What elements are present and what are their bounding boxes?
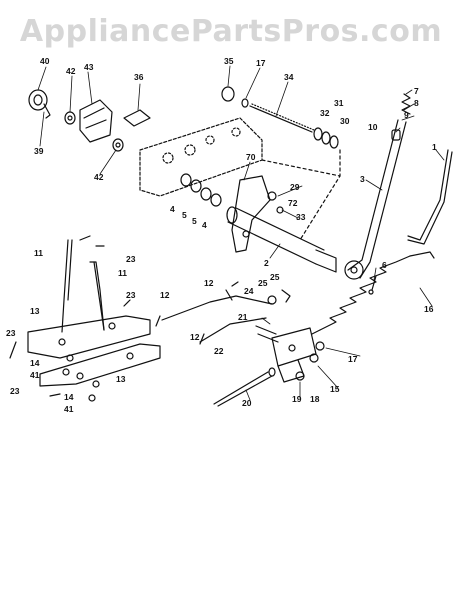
callout-9: 9: [404, 110, 409, 120]
callout-4-a: 4: [170, 204, 175, 214]
callout-23-mid: 23: [126, 290, 136, 300]
callout-17-top: 17: [256, 58, 266, 68]
callout-35: 35: [224, 56, 234, 66]
callout-24: 24: [244, 286, 254, 296]
clips-part-12: [155, 281, 239, 345]
callout-15: 15: [330, 384, 340, 394]
callout-12-low: 12: [190, 332, 200, 342]
callout-40: 40: [40, 56, 50, 66]
callout-33: 33: [296, 212, 306, 222]
callout-5-a: 5: [182, 210, 187, 220]
adjust-rod-part-34: [221, 86, 315, 133]
callout-4-b: 4: [202, 220, 207, 230]
clips-part-23: [9, 235, 131, 397]
clevis-part-24-25: [267, 289, 291, 305]
link-rods-part-11: [61, 239, 105, 333]
nuts-part-15-17-19: [295, 341, 325, 381]
lift-lever-part-3: [344, 119, 407, 280]
callout-41-top: 41: [30, 370, 40, 380]
callout-6: 6: [382, 260, 387, 270]
bracket-part-18: [271, 327, 317, 383]
callout-31: 31: [334, 98, 344, 108]
washers-part-4-5: [180, 173, 222, 207]
callout-23-top: 23: [126, 254, 136, 264]
callout-7: 7: [414, 86, 419, 96]
callout-41-bottom: 41: [64, 404, 74, 414]
callout-3: 3: [360, 174, 365, 184]
callout-10: 10: [368, 122, 378, 132]
callout-labels: 40 42 43 36 39 42 35 17 34 31 32 30 7 8 …: [6, 56, 437, 414]
callout-16: 16: [424, 304, 434, 314]
hardware-part-29-72: [267, 191, 284, 214]
callout-21: 21: [238, 312, 248, 322]
callout-26: 25: [258, 278, 268, 288]
watermark-text: AppliancePartsPros.com: [19, 14, 443, 49]
callout-23-left: 23: [6, 328, 16, 338]
callout-25: 25: [270, 272, 280, 282]
button-part-10: [391, 129, 401, 141]
callout-70: 70: [246, 152, 256, 162]
callout-34: 34: [284, 72, 294, 82]
callout-18: 18: [310, 394, 320, 404]
callout-leader-lines: [37, 65, 445, 401]
callout-8: 8: [414, 98, 419, 108]
long-bolt-part-20: [213, 367, 276, 407]
callout-14-bottom: 14: [64, 392, 74, 402]
callout-30: 30: [340, 116, 350, 126]
callout-13-bottom: 13: [116, 374, 126, 384]
callout-19: 19: [292, 394, 302, 404]
callout-1: 1: [432, 142, 437, 152]
callout-43: 43: [84, 62, 94, 72]
callout-11-left: 11: [34, 248, 43, 258]
cam-plate-part-43: [79, 99, 113, 143]
callout-29: 29: [290, 182, 300, 192]
spring-part-7: [401, 93, 411, 115]
lift-shaft-part-2: [226, 175, 337, 273]
callout-5-b: 5: [192, 216, 197, 226]
knob-part-40: [28, 89, 51, 119]
callout-23-bottom: 23: [10, 386, 20, 396]
bushings-part-30-31-32: [313, 127, 339, 149]
callout-32: 32: [320, 108, 330, 118]
callout-11-right: 11: [118, 268, 127, 278]
callout-42-bottom: 42: [94, 172, 104, 182]
callout-17-bottom: 17: [348, 354, 358, 364]
link-rod-part-22: [161, 289, 273, 343]
callout-14-top: 14: [30, 358, 40, 368]
callout-12-top: 12: [204, 278, 214, 288]
callout-20: 20: [242, 398, 252, 408]
callout-12-mid: 12: [160, 290, 170, 300]
lift-handle-part-1: [407, 149, 453, 245]
bolts-part-21: [255, 325, 279, 343]
assembly-guide-lines: [261, 149, 341, 241]
lift-arms-part-13: [27, 315, 161, 387]
callout-36: 36: [134, 72, 144, 82]
fasteners-part-14-41: [62, 354, 100, 402]
clip-part-36: [123, 109, 151, 127]
callout-42-top: 42: [66, 66, 76, 76]
callout-13-top: 13: [30, 306, 40, 316]
callout-2: 2: [264, 258, 269, 268]
washer-part-42: [64, 111, 124, 152]
callout-72: 72: [288, 198, 298, 208]
callout-22: 22: [214, 346, 224, 356]
callout-39: 39: [34, 146, 44, 156]
spring-part-16: [311, 251, 435, 335]
